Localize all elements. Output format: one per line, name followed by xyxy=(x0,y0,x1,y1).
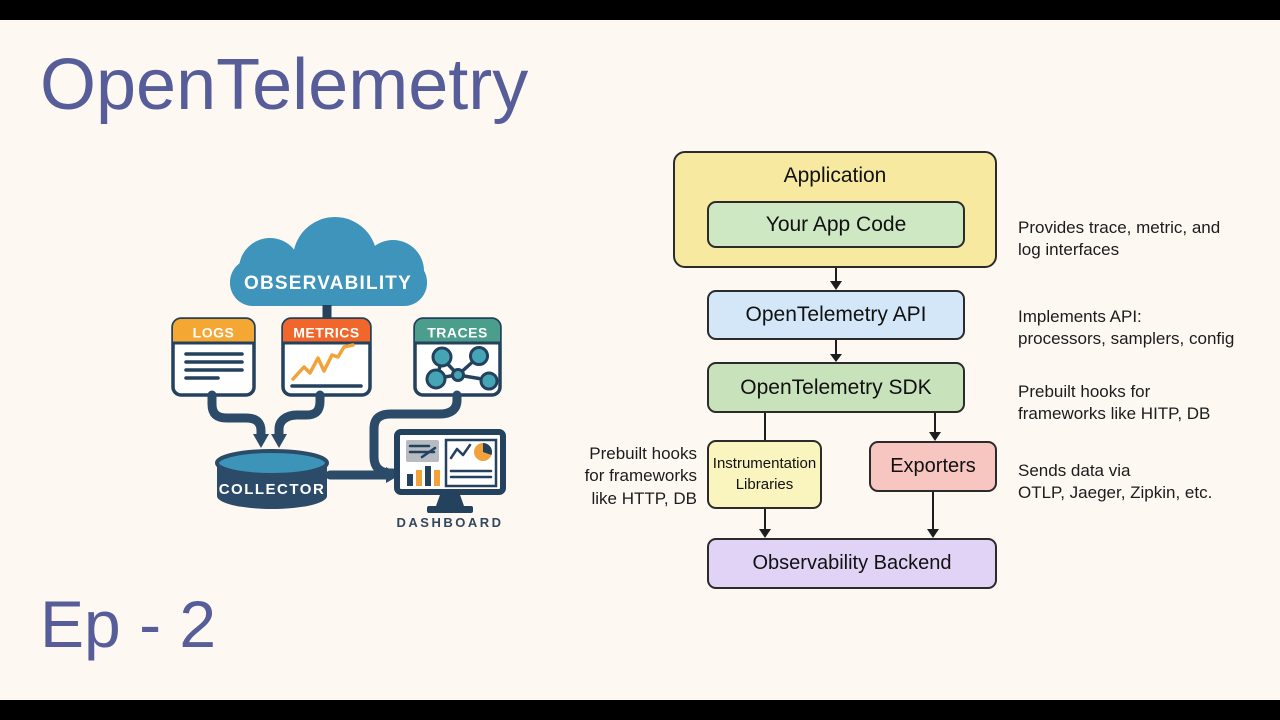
trace-graph-icon xyxy=(425,346,499,391)
flow-arrowheads xyxy=(253,434,400,483)
slide-canvas: OpenTelemetry Ep - 2 OBSERVABILITY LOGS xyxy=(0,20,1280,700)
letterbox-bottom xyxy=(0,700,1280,720)
node-exporters-label: Exporters xyxy=(890,455,976,477)
episode-label: Ep - 2 xyxy=(40,587,217,661)
annotation-exporters: Sends data via OTLP, Jaeger, Zipkin, etc… xyxy=(1018,461,1213,503)
line-chart-icon xyxy=(290,343,363,388)
observability-cloud-icon: OBSERVABILITY xyxy=(230,217,427,306)
page-title: OpenTelemetry xyxy=(40,45,529,125)
metrics-to-collector-arrow xyxy=(274,390,325,441)
node-exporters: Exporters xyxy=(869,441,997,492)
bar-chart-icon xyxy=(407,466,440,486)
logs-to-collector-arrow xyxy=(207,390,266,441)
node-opentelemetry-sdk-label: OpenTelemetry SDK xyxy=(740,375,932,399)
flow-arrows xyxy=(207,390,462,480)
node-your-app-code: Your App Code xyxy=(707,201,965,248)
node-opentelemetry-api-label: OpenTelemetry API xyxy=(745,303,927,326)
node-opentelemetry-api: OpenTelemetry API xyxy=(707,290,965,340)
letterbox-top xyxy=(0,0,1280,20)
logs-card-label: LOGS xyxy=(193,325,235,341)
node-your-app-code-label: Your App Code xyxy=(765,212,907,236)
node-observability-backend-label: Observability Backend xyxy=(752,552,952,574)
pie-chart-icon xyxy=(474,443,493,461)
node-instrumentation-libraries-label: Instrumentation Libraries xyxy=(712,455,817,493)
traces-card: TRACES xyxy=(413,317,502,397)
node-observability-backend: Observability Backend xyxy=(707,538,997,589)
dashboard-monitor-icon: DASHBOARD xyxy=(394,429,506,530)
traces-to-dashboard-arrow xyxy=(369,390,462,478)
dashboard-label: DASHBOARD xyxy=(397,515,504,530)
collector-label: COLLECTOR xyxy=(219,481,326,498)
traces-card-label: TRACES xyxy=(427,325,488,341)
collector-cylinder: COLLECTOR xyxy=(215,449,329,509)
annotation-sdk-hooks: Prebuilt hooks for frameworks like HITP,… xyxy=(1018,382,1211,424)
metrics-card-label: METRICS xyxy=(293,325,360,341)
metrics-card: METRICS xyxy=(281,317,372,397)
annotation-instrumentation: Prebuilt hooks for frameworks like HTTP,… xyxy=(584,444,697,508)
annotation-api: Provides trace, metric, and log interfac… xyxy=(1018,218,1221,260)
observability-illustration: OBSERVABILITY LOGS xyxy=(171,217,506,530)
node-application-label: Application xyxy=(783,164,887,187)
annotation-sdk: Implements API: processors, samplers, co… xyxy=(1018,307,1235,349)
node-opentelemetry-sdk: OpenTelemetry SDK xyxy=(707,362,965,413)
logs-card: LOGS xyxy=(171,317,256,397)
log-lines-icon xyxy=(184,352,244,380)
node-instrumentation-libraries: Instrumentation Libraries xyxy=(707,440,822,509)
cloud-label: OBSERVABILITY xyxy=(244,273,412,294)
